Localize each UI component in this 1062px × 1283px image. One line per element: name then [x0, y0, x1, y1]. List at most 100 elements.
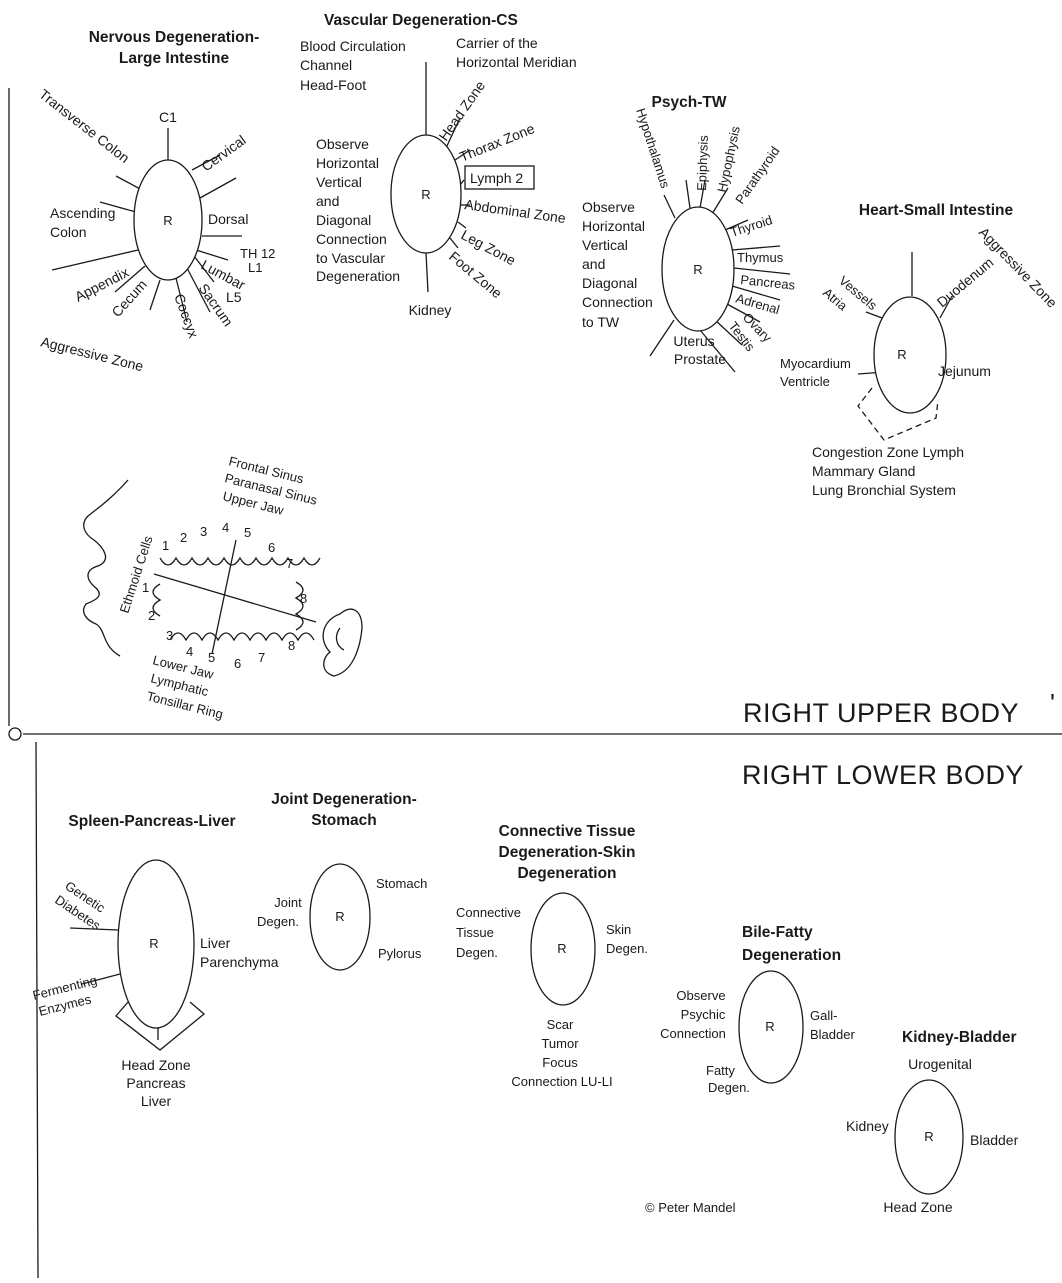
psych-title: Psych-TW — [652, 94, 727, 111]
lymph2-label: Lymph 2 — [470, 170, 523, 186]
connective-tissue-group: Connective Tissue Degeneration-Skin Dege… — [456, 823, 648, 1089]
upper-tooth-4: 4 — [222, 520, 229, 535]
stomach-label: Stomach — [376, 876, 427, 891]
skin-label-2: Degen. — [606, 941, 648, 956]
bile-title-line1: Bile-Fatty — [742, 924, 813, 941]
lower-tooth-2: 2 — [148, 608, 155, 623]
ascending-colon-label-1: Ascending — [50, 205, 115, 221]
bile-title-line2: Degeneration — [742, 947, 841, 964]
bile-center-label: R — [765, 1019, 774, 1034]
lower-tooth-4: 4 — [186, 644, 193, 659]
joint-title-line2: Stomach — [311, 812, 376, 829]
carrier-label-1: Carrier of the — [456, 35, 538, 51]
congestion-label-2: Mammary Gland — [812, 463, 915, 479]
spleen-center-label: R — [149, 936, 158, 951]
uterus-label: Uterus — [673, 333, 714, 349]
congestion-label-3: Lung Bronchial System — [812, 482, 956, 498]
fatty-label: Fatty — [706, 1063, 735, 1078]
parenchyma-label: Parenchyma — [200, 954, 279, 970]
heart-title: Heart-Small Intestine — [859, 202, 1014, 219]
joint-degen-label-2: Degen. — [257, 914, 299, 929]
thorax-zone-label: Thorax Zone — [457, 120, 537, 165]
lower-tooth-6: 6 — [234, 656, 241, 671]
upper-tooth-8: 8 — [300, 591, 307, 606]
joint-degen-label-1: Joint — [274, 895, 302, 910]
section-upper-label: RIGHT UPPER BODY — [743, 698, 1019, 728]
blood-circulation-label-2: Channel — [300, 57, 352, 73]
psych-observe-1: Observe — [582, 199, 635, 215]
psych-observe-4: and — [582, 256, 605, 272]
ct-label-2: Tissue — [456, 925, 494, 940]
psych-center-label: R — [693, 262, 702, 277]
nervous-center-label: R — [163, 213, 172, 228]
congestion-label-1: Congestion Zone Lymph — [812, 444, 964, 460]
liver-label: Liver — [200, 935, 231, 951]
dorsal-label: Dorsal — [208, 211, 248, 227]
blood-circulation-label-1: Blood Circulation — [300, 38, 406, 54]
jaw-horizontal-line — [154, 574, 316, 622]
hypothalamus-label: Hypothalamus — [633, 106, 673, 190]
nervous-title-line1: Nervous Degeneration- — [89, 29, 260, 46]
connection-lu-li-label: Connection LU-LI — [511, 1074, 612, 1089]
joint-center-label: R — [335, 909, 344, 924]
psych-observe-3: Vertical — [582, 237, 628, 253]
parathyroid-label: Parathyroid — [732, 144, 782, 207]
upper-tooth-1: 1 — [162, 538, 169, 553]
hypophysis-label: Hypophysis — [714, 124, 743, 193]
myocardium-label: Myocardium — [780, 356, 851, 371]
carrier-label-2: Horizontal Meridian — [456, 54, 577, 70]
l1-label: L1 — [248, 260, 262, 275]
focus-label: Focus — [542, 1055, 578, 1070]
psych-tw-group: Psych-TW Observe Horizontal Vertical and… — [582, 94, 796, 372]
vascular-observe-5: Diagonal — [316, 212, 371, 228]
pancreas-label: Pancreas — [740, 272, 797, 293]
vascular-observe-2: Horizontal — [316, 155, 379, 171]
section-tick-mark: ' — [1050, 688, 1055, 718]
heart-small-intestine-group: Heart-Small Intestine Aggressive Zone R … — [780, 202, 1060, 498]
kb-kidney-label: Kidney — [846, 1118, 889, 1134]
bile-observe-3: Connection — [660, 1026, 726, 1041]
upper-tooth-3: 3 — [200, 524, 207, 539]
lower-tooth-7: 7 — [258, 650, 265, 665]
kb-head-zone-label: Head Zone — [883, 1199, 952, 1215]
kidney-bladder-group: Kidney-Bladder Urogenital R Kidney Bladd… — [846, 1029, 1019, 1215]
upper-teeth-row — [160, 558, 320, 565]
c1-label: C1 — [159, 109, 177, 125]
connective-title-line2: Degeneration-Skin — [499, 844, 636, 861]
ventricle-label: Ventricle — [780, 374, 830, 389]
nervous-title-line2: Large Intestine — [119, 50, 230, 67]
bladder-label: Bladder — [810, 1027, 855, 1042]
upper-tooth-2: 2 — [180, 530, 187, 545]
psych-observe-5: Diagonal — [582, 275, 637, 291]
adrenal-label: Adrenal — [734, 290, 781, 317]
vascular-observe-6: Connection — [316, 231, 387, 247]
face-profile-outline — [84, 480, 128, 656]
vascular-kidney-label: Kidney — [409, 302, 452, 318]
vascular-center-label: R — [421, 187, 430, 202]
ear-inner-curve — [337, 628, 344, 650]
gall-label: Gall- — [810, 1008, 837, 1023]
lower-tooth-1: 1 — [142, 580, 149, 595]
duodenum-label: Duodenum — [934, 254, 997, 310]
kidney-bladder-title: Kidney-Bladder — [902, 1029, 1017, 1046]
connective-title-line3: Degeneration — [517, 865, 616, 882]
spleen-head-zone-label: Head Zone — [121, 1057, 190, 1073]
head-zone-label: Head Zone — [435, 78, 488, 144]
psych-observe-2: Horizontal — [582, 218, 645, 234]
transverse-colon-label: Transverse Colon — [36, 86, 133, 166]
bile-observe-2: Psychic — [681, 1007, 726, 1022]
ethmoid-cells-label: Ethmoid Cells — [117, 534, 156, 615]
heart-iris-ellipse — [874, 297, 946, 413]
l5-label: L5 — [226, 289, 242, 305]
spleen-pancreas-liver-group: Spleen-Pancreas-Liver R Genetic Diabetes… — [31, 813, 279, 1109]
spleen-liver-label: Liver — [141, 1093, 172, 1109]
lower-tooth-5: 5 — [208, 650, 215, 665]
ascending-colon-label-2: Colon — [50, 224, 87, 240]
bile-observe-1: Observe — [676, 988, 725, 1003]
kb-bladder-label: Bladder — [970, 1132, 1019, 1148]
blood-circulation-label-3: Head-Foot — [300, 77, 366, 93]
heart-center-label: R — [897, 347, 906, 362]
psych-observe-6: Connection — [582, 294, 653, 310]
upper-tooth-6: 6 — [268, 540, 275, 555]
